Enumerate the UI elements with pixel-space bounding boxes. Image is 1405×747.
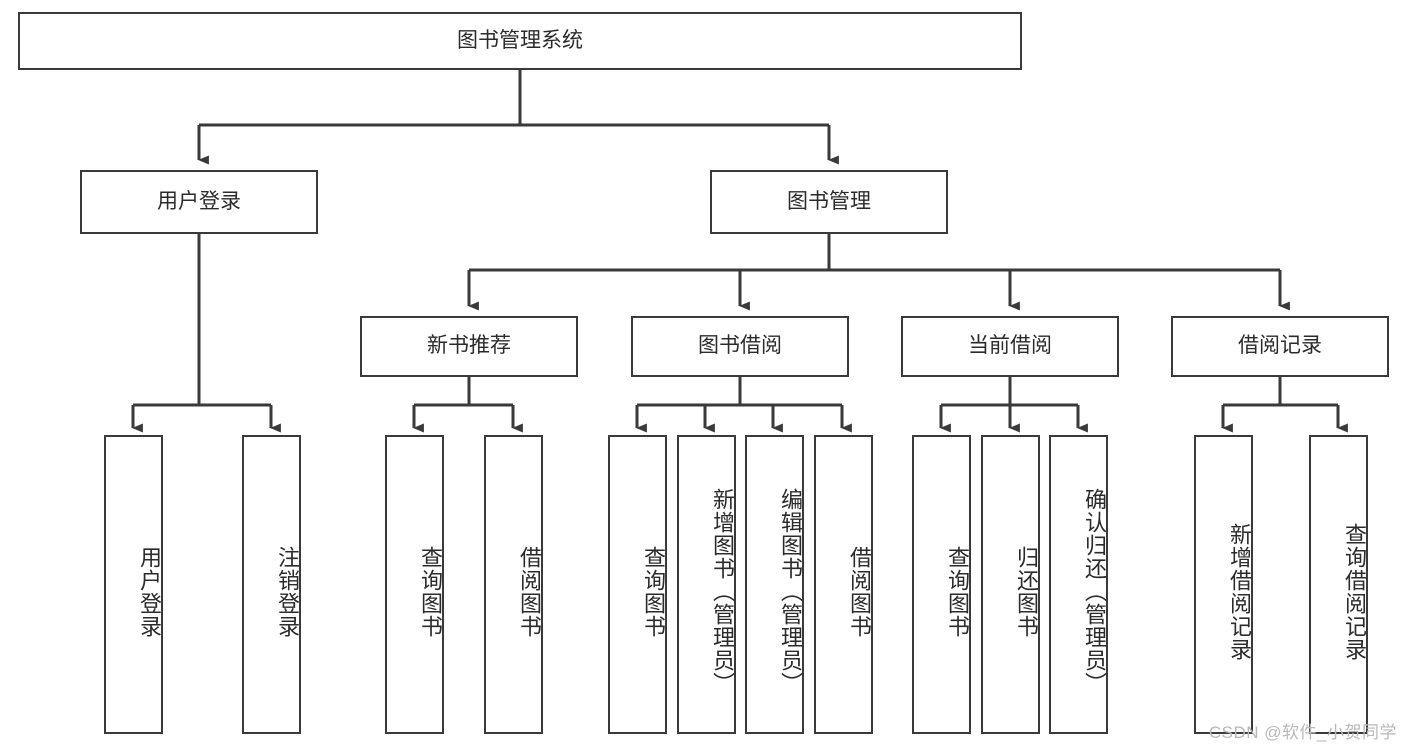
leaf-query-book-2[interactable]: 查询图书 [608, 435, 667, 734]
leaf-query-book-1-label: 查询图书 [418, 545, 443, 638]
node-book-management[interactable]: 图书管理 [710, 170, 948, 234]
leaf-return-book[interactable]: 归还图书 [981, 435, 1040, 734]
leaf-borrow-book-2[interactable]: 借阅图书 [814, 435, 873, 734]
leaf-confirm-return[interactable]: 确认归还（管理员） [1049, 435, 1108, 734]
node-current-borrow[interactable]: 当前借阅 [901, 316, 1119, 377]
node-root[interactable]: 图书管理系统 [18, 12, 1022, 70]
leaf-return-book-label: 归还图书 [1014, 545, 1039, 638]
leaf-borrow-book-1-label: 借阅图书 [517, 545, 542, 638]
leaf-query-record-label: 查询借阅记录 [1342, 522, 1367, 661]
leaf-add-book[interactable]: 新增图书（管理员） [677, 435, 736, 734]
leaf-add-record[interactable]: 新增借阅记录 [1194, 435, 1253, 734]
node-borrow-record[interactable]: 借阅记录 [1171, 316, 1389, 377]
leaf-edit-book[interactable]: 编辑图书（管理员） [745, 435, 804, 734]
leaf-edit-book-label: 编辑图书（管理员） [778, 488, 803, 695]
node-current-borrow-label: 当前借阅 [968, 334, 1052, 358]
leaf-add-book-label: 新增图书（管理员） [710, 488, 735, 695]
leaf-logout[interactable]: 注销登录 [242, 435, 301, 734]
node-book-management-label: 图书管理 [787, 189, 871, 213]
node-user-login-label: 用户登录 [157, 189, 241, 213]
leaf-query-book-3[interactable]: 查询图书 [912, 435, 971, 734]
leaf-borrow-book-1[interactable]: 借阅图书 [484, 435, 543, 734]
leaf-user-login[interactable]: 用户登录 [104, 435, 163, 734]
leaf-query-record[interactable]: 查询借阅记录 [1309, 435, 1368, 734]
leaf-borrow-book-2-label: 借阅图书 [847, 545, 872, 638]
leaf-query-book-1[interactable]: 查询图书 [385, 435, 444, 734]
leaf-logout-label: 注销登录 [275, 545, 300, 638]
leaf-add-record-label: 新增借阅记录 [1227, 522, 1252, 661]
leaf-confirm-return-label: 确认归还（管理员） [1082, 488, 1107, 695]
node-root-label: 图书管理系统 [457, 28, 583, 52]
leaf-query-book-3-label: 查询图书 [945, 545, 970, 638]
node-book-borrow[interactable]: 图书借阅 [631, 316, 849, 377]
leaf-user-login-label: 用户登录 [137, 545, 162, 638]
node-user-login[interactable]: 用户登录 [80, 170, 318, 234]
node-borrow-record-label: 借阅记录 [1238, 334, 1322, 358]
node-new-book-recommend[interactable]: 新书推荐 [360, 316, 578, 377]
leaf-query-book-2-label: 查询图书 [641, 545, 666, 638]
node-new-book-recommend-label: 新书推荐 [427, 334, 511, 358]
node-book-borrow-label: 图书借阅 [698, 334, 782, 358]
